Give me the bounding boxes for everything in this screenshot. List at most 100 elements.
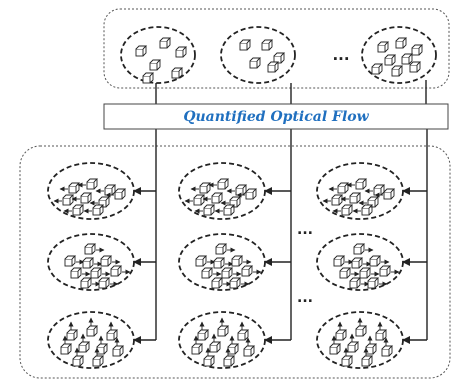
cube-icon — [203, 204, 216, 216]
cube-icon — [86, 325, 99, 337]
flow-ellipse-r3-c3 — [316, 311, 404, 369]
cube-icon — [377, 41, 390, 53]
cube-icon — [195, 255, 208, 267]
cube-icon — [64, 255, 77, 267]
quantified-optical-flow-box — [103, 103, 449, 130]
cube-icon — [191, 343, 204, 355]
cube-icon — [86, 178, 99, 190]
cube-icon — [365, 343, 378, 355]
cube-icon — [383, 188, 396, 200]
cube-icon — [78, 341, 91, 353]
cube-icon — [329, 343, 342, 355]
cube-icon — [211, 192, 224, 204]
cube-icon — [409, 61, 422, 73]
cube-icon — [199, 182, 212, 194]
cube-icon — [333, 255, 346, 267]
flow-ellipse-r1-c3 — [316, 162, 404, 220]
cube-icon — [217, 325, 230, 337]
cube-icon — [243, 345, 256, 357]
cube-icon — [98, 277, 111, 289]
cube-icon — [114, 188, 127, 200]
cube-icon — [341, 204, 354, 216]
cube-icon — [353, 243, 366, 255]
bottom-frame-container — [19, 145, 451, 379]
cube-icon — [355, 178, 368, 190]
cube-icon — [60, 343, 73, 355]
cube-icon — [203, 355, 216, 367]
cube-icon — [149, 59, 162, 71]
flow-ellipse-r2-c3 — [316, 233, 404, 291]
cube-icon — [175, 46, 188, 58]
cube-icon — [80, 192, 93, 204]
cube-icon — [221, 267, 234, 279]
cube-icon — [223, 355, 236, 367]
cube-icon — [369, 255, 382, 267]
cube-icon — [379, 265, 392, 277]
cube-icon — [349, 192, 362, 204]
cube-icon — [367, 277, 380, 289]
cube-icon — [92, 355, 105, 367]
cube-icon — [391, 65, 404, 77]
cube-icon — [171, 67, 184, 79]
cube-icon — [235, 184, 248, 196]
cube-icon — [411, 44, 424, 56]
cube-icon — [110, 265, 123, 277]
top-frame-ellipse-border — [220, 26, 296, 84]
cube-icon — [84, 243, 97, 255]
flow-ellipse-r3-c2 — [178, 311, 266, 369]
cube-icon — [211, 277, 224, 289]
cube-icon — [395, 37, 408, 49]
cube-icon — [361, 355, 374, 367]
cube-icon — [112, 345, 125, 357]
cube-icon — [375, 329, 388, 341]
cube-icon — [229, 277, 242, 289]
cube-icon — [371, 63, 384, 75]
cube-icon — [213, 257, 226, 269]
top-frame-ellipse-border — [361, 26, 437, 84]
flow-ellipse-r1-c2 — [178, 162, 266, 220]
cube-icon — [72, 355, 85, 367]
cube-icon — [135, 45, 148, 57]
cube-icon — [335, 329, 348, 341]
flow-ellipse-r2-c1 — [47, 233, 135, 291]
cube-icon — [361, 204, 374, 216]
cube-icon — [401, 53, 414, 65]
cube-icon — [159, 37, 172, 49]
flow-ellipse-r2-c2 — [178, 233, 266, 291]
row-ellipsis-text-1: ... — [297, 222, 313, 238]
cube-icon — [231, 255, 244, 267]
flow-ellipse-r3-c1 — [47, 311, 135, 369]
top-frame-group — [120, 26, 437, 84]
cube-icon — [239, 39, 252, 51]
row-ellipsis-text-2: ... — [297, 290, 313, 306]
cube-icon — [82, 257, 95, 269]
top-frame-container — [103, 8, 450, 89]
cube-icon — [70, 267, 83, 279]
cube-icon — [80, 277, 93, 289]
top-frame-ellipse-3 — [361, 26, 437, 84]
top-frame-ellipse-border — [120, 26, 196, 84]
cube-icon — [249, 57, 262, 69]
cube-icon — [384, 54, 397, 66]
top-ellipsis-text: ... — [332, 46, 349, 64]
cube-icon — [351, 257, 364, 269]
cube-icon — [347, 341, 360, 353]
cube-icon — [209, 341, 222, 353]
top-frame-ellipse-1 — [120, 26, 196, 84]
cube-icon — [341, 355, 354, 367]
cube-icon — [215, 243, 228, 255]
cube-icon — [381, 345, 394, 357]
cube-icon — [72, 204, 85, 216]
connector-lines — [133, 80, 428, 344]
cube-icon — [267, 61, 280, 73]
cube-icon — [142, 72, 155, 84]
cube-icon — [245, 188, 258, 200]
cube-icon — [355, 325, 368, 337]
cube-icon — [217, 178, 230, 190]
cube-icon — [339, 267, 352, 279]
top-frame-ellipse-2 — [220, 26, 296, 84]
cube-icon — [261, 39, 274, 51]
cube-icon — [201, 267, 214, 279]
flow-ellipse-r1-c1 — [47, 162, 135, 220]
